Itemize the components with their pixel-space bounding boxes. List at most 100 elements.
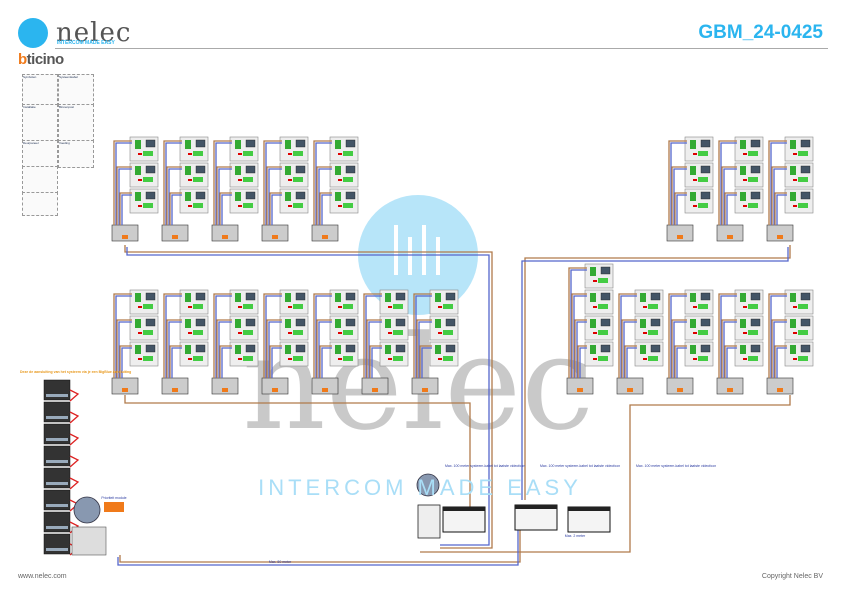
led-icon: [593, 280, 597, 282]
connector-icon: [343, 330, 353, 335]
system-cable: [413, 293, 432, 378]
videophone-screen-icon: [700, 292, 711, 301]
terminal-block-icon: [740, 293, 746, 302]
door-panel-cable: [69, 455, 80, 468]
led-icon: [338, 205, 342, 207]
door-panel-cable: [69, 389, 80, 402]
trunk-cable: [420, 395, 791, 553]
distributor-label-icon: [777, 235, 783, 239]
terminal-block-icon: [135, 166, 141, 175]
connector-icon: [698, 203, 708, 208]
terminal-block-icon: [285, 166, 291, 175]
system-cable: [263, 293, 282, 378]
connector-icon: [648, 304, 658, 309]
system-cable: [171, 347, 182, 378]
led-icon: [438, 332, 442, 334]
terminal-block-icon: [790, 140, 796, 149]
led-icon: [288, 306, 292, 308]
videophone-screen-icon: [750, 318, 761, 327]
terminal-block-icon: [740, 192, 746, 201]
videophone-screen-icon: [295, 292, 306, 301]
system-cable: [768, 293, 787, 378]
terminal-block-icon: [135, 140, 141, 149]
connector-icon: [143, 151, 153, 156]
bticino-logo: bticino: [18, 51, 64, 68]
videophone-screen-icon: [600, 266, 611, 275]
terminal-block-icon: [385, 345, 391, 354]
system-cable: [624, 345, 637, 378]
door-panel-cable: [69, 411, 80, 424]
connector-icon: [243, 304, 253, 309]
distributor-module: [311, 224, 339, 242]
connector-icon: [798, 177, 808, 182]
system-cable: [171, 194, 182, 225]
trunk-cable: [126, 247, 490, 546]
terminal-block-icon: [690, 140, 696, 149]
terminal-block-icon: [285, 293, 291, 302]
led-icon: [743, 358, 747, 360]
terminal-block-icon: [135, 345, 141, 354]
distributor-module: [411, 377, 439, 395]
connector-icon: [393, 356, 403, 361]
connector-icon: [443, 356, 453, 361]
system-cable: [670, 142, 687, 225]
videophone-screen-icon: [650, 318, 661, 327]
connector-icon: [748, 356, 758, 361]
videophone-screen-icon: [195, 139, 206, 148]
connector-icon: [293, 356, 303, 361]
priority-module: [104, 502, 124, 512]
led-icon: [238, 306, 242, 308]
led-icon: [188, 205, 192, 207]
distributor-label-icon: [122, 235, 128, 239]
terminal-block-icon: [285, 345, 291, 354]
distributor-module: [766, 224, 794, 242]
videophone-screen-icon: [295, 191, 306, 200]
system-cable: [269, 192, 282, 225]
trunk-cable: [117, 530, 519, 566]
detail-magnifier-icon: [73, 496, 101, 524]
footer-website[interactable]: www.nelec.com: [18, 573, 67, 580]
system-cable: [676, 194, 687, 225]
terminal-block-icon: [185, 319, 191, 328]
terminal-block-icon: [790, 319, 796, 328]
connector-icon: [648, 330, 658, 335]
system-cable: [221, 194, 232, 225]
led-icon: [238, 179, 242, 181]
system-cable: [316, 166, 332, 225]
mid-right-apartment-group: [616, 289, 664, 395]
videophone-screen-icon: [145, 344, 156, 353]
distance-note: Max. 2 meter: [565, 534, 586, 538]
videophone-screen-icon: [295, 139, 306, 148]
controller-header-bar: [568, 507, 610, 511]
system-cable: [166, 166, 182, 225]
top-right-apartment-group: [666, 136, 714, 242]
system-cable: [774, 345, 787, 378]
distributor-module: [111, 377, 139, 395]
system-cable: [265, 295, 282, 378]
door-panel-terminals-icon: [46, 548, 68, 551]
led-icon: [693, 153, 697, 155]
connector-icon: [598, 304, 608, 309]
top-left-apartment-group: [261, 136, 309, 242]
videophone-screen-icon: [750, 344, 761, 353]
system-cable: [718, 140, 737, 225]
system-cable: [671, 319, 687, 378]
system-cable: [626, 347, 637, 378]
system-cable: [723, 168, 737, 225]
connector-icon: [798, 356, 808, 361]
led-icon: [693, 179, 697, 181]
videophone-screen-icon: [145, 165, 156, 174]
videophone-screen-icon: [145, 139, 156, 148]
terminal-block-icon: [235, 293, 241, 302]
system-cable: [776, 194, 787, 225]
videophone-screen-icon: [395, 318, 406, 327]
distributor-module: [766, 377, 794, 395]
led-icon: [238, 153, 242, 155]
videophone-screen-icon: [750, 191, 761, 200]
trunk-cable: [521, 247, 789, 500]
top-left-apartment-group: [311, 136, 359, 242]
connector-icon: [748, 330, 758, 335]
system-cable: [113, 293, 132, 378]
connector-icon: [798, 330, 808, 335]
connector-icon: [143, 330, 153, 335]
